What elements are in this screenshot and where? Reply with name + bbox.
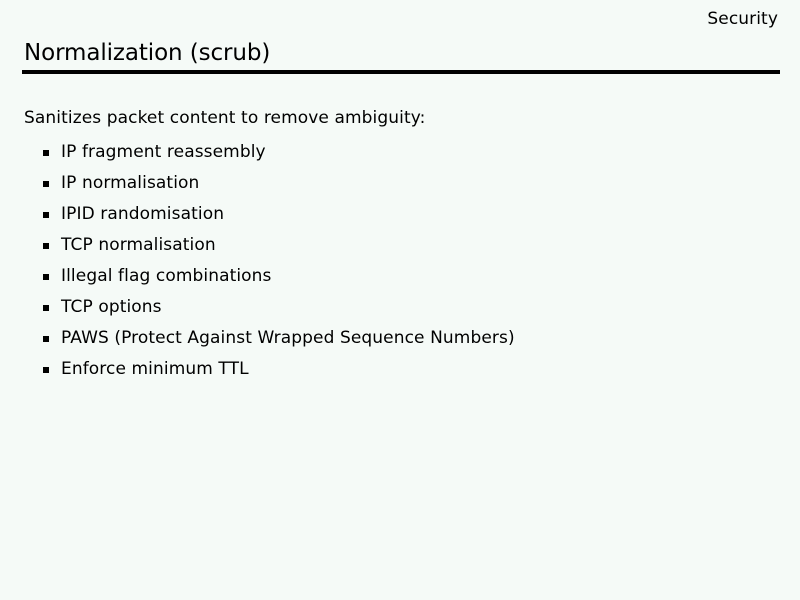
list-item-label: IPID randomisation (61, 204, 225, 224)
square-bullet-icon (43, 212, 49, 218)
list-item: IPID randomisation (43, 199, 776, 230)
square-bullet-icon (43, 181, 49, 187)
square-bullet-icon (43, 367, 49, 373)
list-item: PAWS (Protect Against Wrapped Sequence N… (43, 323, 776, 354)
list-item: Enforce minimum TTL (43, 354, 776, 385)
list-item: TCP options (43, 292, 776, 323)
feature-bullet-list: IP fragment reassembly IP normalisation … (24, 137, 776, 385)
square-bullet-icon (43, 243, 49, 249)
list-item-label: Illegal flag combinations (61, 266, 272, 286)
square-bullet-icon (43, 336, 49, 342)
slide-body: Sanitizes packet content to remove ambig… (24, 105, 776, 385)
list-item: TCP normalisation (43, 230, 776, 261)
list-item-label: PAWS (Protect Against Wrapped Sequence N… (61, 328, 515, 348)
title-divider-rule (22, 70, 780, 74)
square-bullet-icon (43, 150, 49, 156)
square-bullet-icon (43, 274, 49, 280)
list-item-label: TCP normalisation (61, 235, 216, 255)
slide-title: Normalization (scrub) (24, 40, 271, 66)
square-bullet-icon (43, 305, 49, 311)
lead-paragraph: Sanitizes packet content to remove ambig… (24, 108, 426, 128)
list-item-label: IP normalisation (61, 173, 200, 193)
list-item: IP normalisation (43, 168, 776, 199)
slide-header-label: Security (707, 9, 778, 29)
list-item: IP fragment reassembly (43, 137, 776, 168)
list-item-label: IP fragment reassembly (61, 142, 266, 162)
list-item-label: TCP options (61, 297, 162, 317)
list-item: Illegal flag combinations (43, 261, 776, 292)
list-item-label: Enforce minimum TTL (61, 359, 249, 379)
